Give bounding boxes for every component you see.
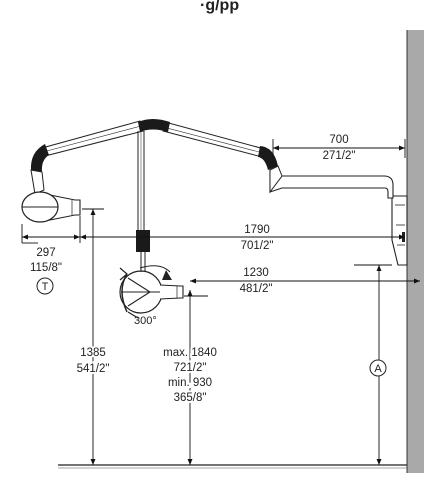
dim-max-mm: max. 1840 (163, 347, 217, 359)
dim-297 (21, 216, 81, 244)
dim-297-inch: 115/8" (30, 262, 62, 274)
left-light-head (21, 191, 81, 223)
wall-arm (269, 169, 394, 199)
dim-1230 (184, 278, 420, 297)
dim-1385 (82, 208, 104, 465)
marker-a-label: A (374, 363, 382, 375)
dim-a (354, 264, 392, 465)
wall (406, 30, 424, 473)
dim-min-mm: min. 930 (168, 377, 212, 389)
vertical-pole (136, 131, 150, 272)
dim-297-mm: 297 (36, 247, 55, 259)
dim-max-inch: 721/2" (174, 362, 207, 374)
dim-height-range (187, 290, 193, 465)
floor-line (58, 464, 407, 469)
dim-1790 (80, 234, 405, 240)
marker-t (36, 277, 54, 295)
dim-1790-inch: 701/2" (241, 240, 274, 252)
rotating-head (119, 265, 184, 319)
articulated-arm (30, 119, 283, 195)
dim-1385-mm: 1385 (80, 347, 106, 359)
wall-mount (391, 195, 408, 266)
dim-1230-inch: 481/2" (240, 283, 273, 295)
dim-1230-mm: 1230 (243, 267, 269, 279)
dim-min-inch: 365/8" (174, 392, 207, 404)
dim-1790-mm: 1790 (244, 224, 270, 236)
dim-700 (272, 139, 406, 158)
dim-700-mm: 700 (329, 134, 348, 146)
dim-700-inch: 271/2" (323, 150, 356, 162)
marker-t-label: T (42, 281, 49, 293)
rotation-label: 300° (134, 315, 157, 327)
dim-1385-inch: 541/2" (77, 363, 110, 375)
header-partial-text: ·g/pp (200, 0, 239, 14)
